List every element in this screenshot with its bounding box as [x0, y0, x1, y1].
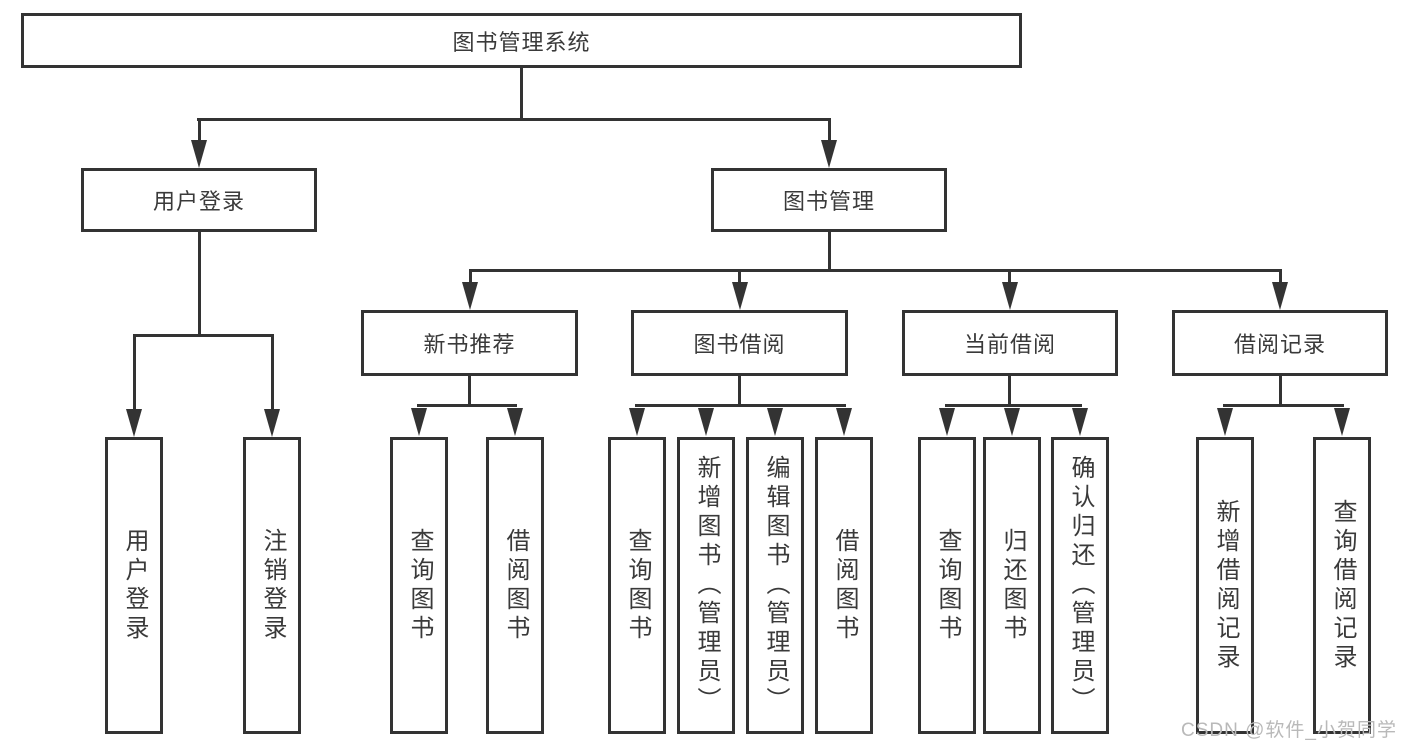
arrowhead-down-icon — [1217, 408, 1233, 436]
arrowhead-down-icon — [698, 408, 714, 436]
connector-line — [197, 118, 831, 121]
arrowhead-down-icon — [1334, 408, 1350, 436]
arrowhead-down-icon — [191, 140, 207, 168]
node-borrow-records: 借阅记录 — [1172, 310, 1388, 376]
leaf-borrow-books-2: 借阅图书 — [815, 437, 873, 734]
node-new-book-recommend: 新书推荐 — [361, 310, 578, 376]
connector-line — [1279, 269, 1282, 283]
leaf-add-books-admin: 新增图书（管理员） — [677, 437, 735, 734]
connector-line — [271, 334, 274, 410]
connector-line — [828, 118, 831, 143]
arrowhead-down-icon — [732, 282, 748, 310]
connector-line — [417, 404, 517, 407]
node-user-login: 用户登录 — [81, 168, 317, 232]
arrowhead-down-icon — [507, 408, 523, 436]
leaf-query-books-2: 查询图书 — [608, 437, 666, 734]
arrowhead-down-icon — [264, 409, 280, 437]
connector-line — [468, 376, 471, 407]
leaf-query-borrow-record: 查询借阅记录 — [1313, 437, 1371, 734]
leaf-add-borrow-record: 新增借阅记录 — [1196, 437, 1254, 734]
connector-line — [1008, 376, 1011, 407]
arrowhead-down-icon — [1072, 408, 1088, 436]
arrowhead-down-icon — [411, 408, 427, 436]
connector-line — [133, 334, 274, 337]
leaf-user-login: 用户登录 — [105, 437, 163, 734]
arrowhead-down-icon — [939, 408, 955, 436]
connector-line — [198, 232, 201, 337]
arrowhead-down-icon — [1272, 282, 1288, 310]
node-book-borrow: 图书借阅 — [631, 310, 848, 376]
watermark: CSDN @软件_小贺同学 — [1181, 720, 1397, 741]
leaf-query-books-1: 查询图书 — [390, 437, 448, 734]
node-current-borrow: 当前借阅 — [902, 310, 1118, 376]
arrowhead-down-icon — [821, 140, 837, 168]
connector-line — [738, 376, 741, 407]
leaf-confirm-return-admin: 确认归还（管理员） — [1051, 437, 1109, 734]
connector-line — [198, 118, 201, 143]
leaf-query-books-3: 查询图书 — [918, 437, 976, 734]
connector-line — [469, 269, 1282, 272]
connector-line — [520, 68, 523, 121]
connector-line — [738, 269, 741, 283]
connector-line — [1008, 269, 1011, 283]
arrowhead-down-icon — [462, 282, 478, 310]
connector-line — [133, 334, 136, 410]
arrowhead-down-icon — [629, 408, 645, 436]
leaf-logout: 注销登录 — [243, 437, 301, 734]
connector-line — [945, 404, 1082, 407]
connector-line — [1223, 404, 1344, 407]
connector-line — [1279, 376, 1282, 407]
leaf-edit-books-admin: 编辑图书（管理员） — [746, 437, 804, 734]
arrowhead-down-icon — [836, 408, 852, 436]
connector-line — [635, 404, 846, 407]
arrowhead-down-icon — [767, 408, 783, 436]
arrowhead-down-icon — [1004, 408, 1020, 436]
leaf-borrow-books-1: 借阅图书 — [486, 437, 544, 734]
node-root: 图书管理系统 — [21, 13, 1022, 68]
node-book-management: 图书管理 — [711, 168, 947, 232]
leaf-return-books: 归还图书 — [983, 437, 1041, 734]
connector-line — [828, 232, 831, 272]
arrowhead-down-icon — [1002, 282, 1018, 310]
connector-line — [469, 269, 472, 283]
arrowhead-down-icon — [126, 409, 142, 437]
